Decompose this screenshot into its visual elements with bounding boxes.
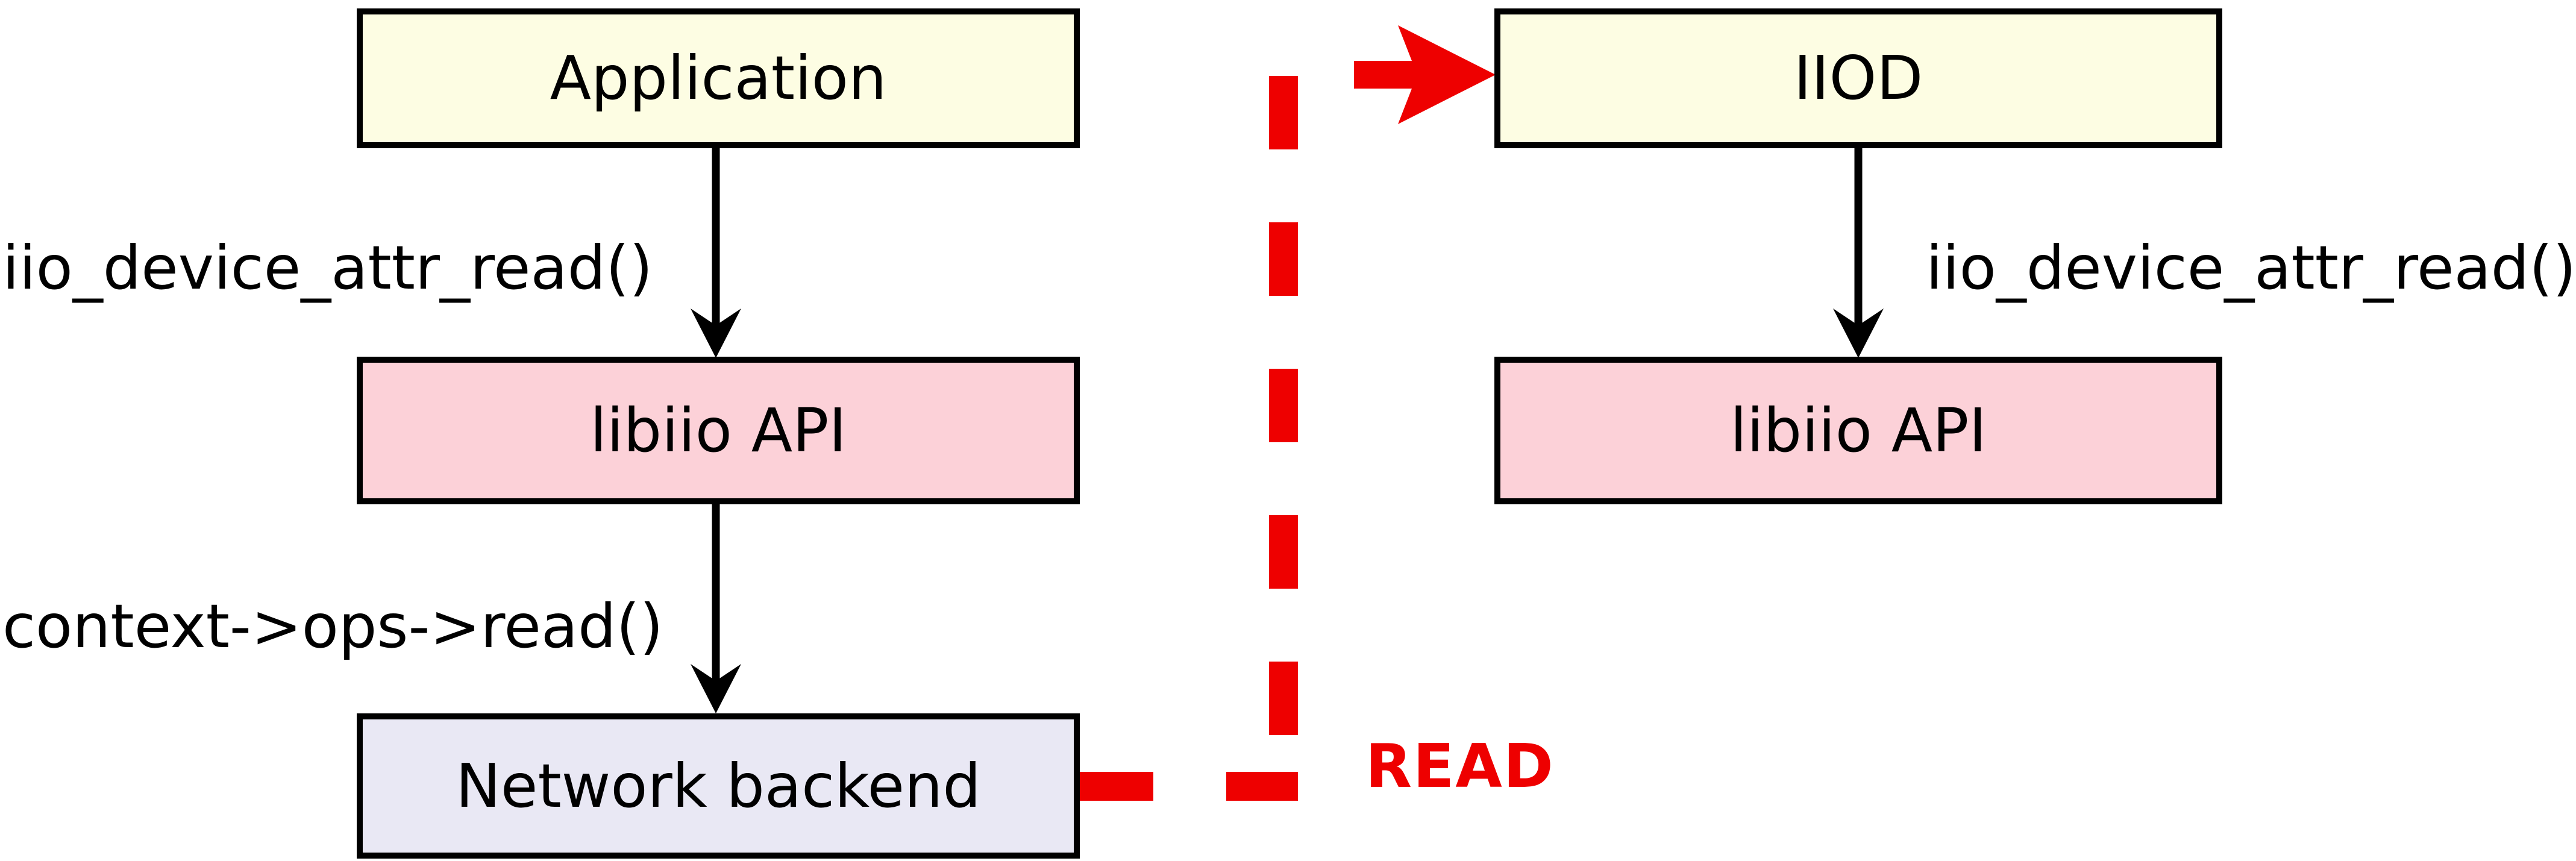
backend-call-label: context->ops->read() xyxy=(2,591,663,662)
right-call-label: iio_device_attr_read() xyxy=(1926,233,2576,303)
down-arrow-icon xyxy=(691,148,741,358)
read-flow-label: READ xyxy=(1365,731,1555,801)
down-arrow-icon xyxy=(1833,148,1884,358)
iiod-box: IIOD xyxy=(1494,8,2222,148)
libiio-api-left-box-label: libiio API xyxy=(590,395,847,466)
network-backend-box-label: Network backend xyxy=(456,750,981,821)
down-arrow-icon xyxy=(691,504,741,713)
left-call-label: iio_device_attr_read() xyxy=(2,233,653,303)
libiio-api-right-box: libiio API xyxy=(1494,357,2222,504)
read-dashed-path xyxy=(1080,76,1298,801)
libiio-api-right-box-label: libiio API xyxy=(1730,395,1987,466)
application-box-label: Application xyxy=(550,43,887,113)
read-arrow-icon xyxy=(1354,25,1496,124)
libiio-api-left-box: libiio API xyxy=(357,357,1080,504)
network-backend-box: Network backend xyxy=(357,713,1080,859)
iiod-box-label: IIOD xyxy=(1793,43,1923,113)
application-box: Application xyxy=(357,8,1080,148)
